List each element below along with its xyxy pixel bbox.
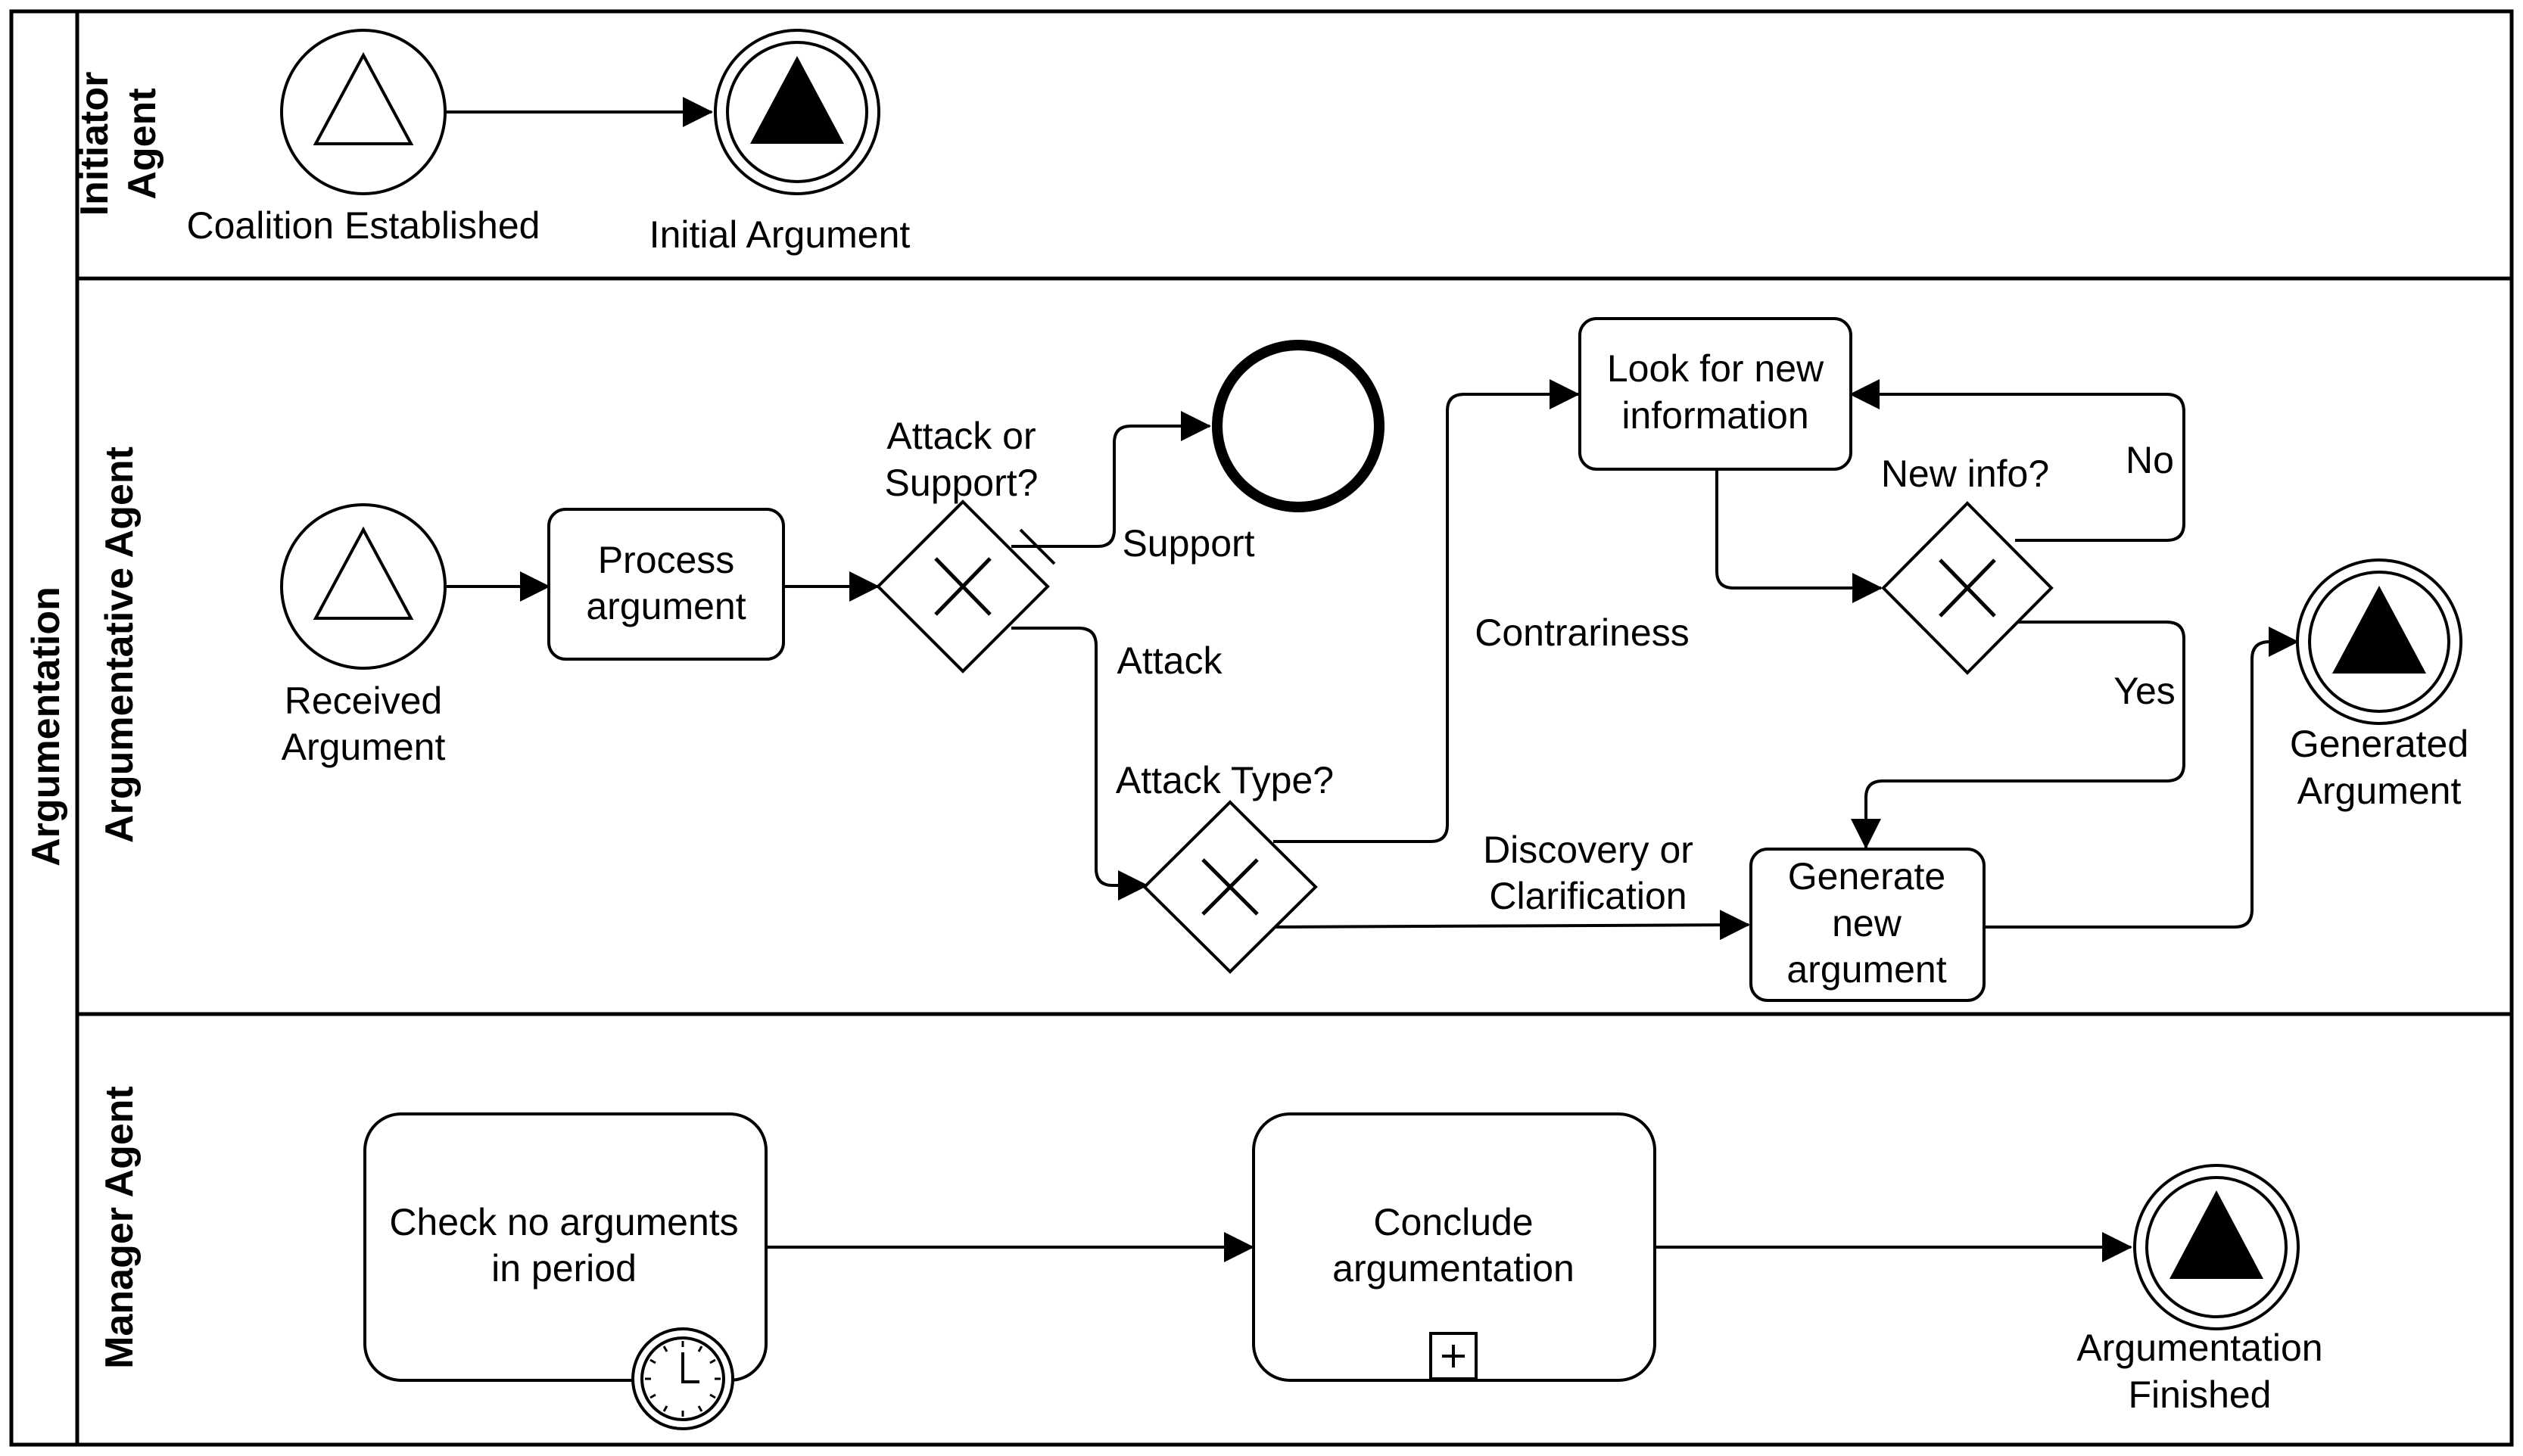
- exclusive-x-icon: [934, 557, 992, 616]
- task-look-line1: Look for new: [1607, 347, 1824, 390]
- exclusive-x-icon: [1939, 558, 1996, 618]
- end-event-inner-circle: [2308, 571, 2450, 713]
- start-event-circle: [280, 503, 447, 670]
- gateway-attack-or-support[interactable]: [876, 499, 1050, 674]
- task-look-for-new-information[interactable]: Look for new information: [1578, 317, 1852, 471]
- plus-marker-icon[interactable]: [1429, 1332, 1478, 1380]
- task-process-argument-line2: argument: [586, 585, 746, 627]
- flow-support: [1011, 411, 1211, 548]
- end-event-circle: [1212, 340, 1385, 512]
- signal-triangle-outline-icon: [313, 51, 414, 145]
- lane-initiator-title-line2: Agent: [120, 88, 164, 199]
- signal-triangle-outline-icon: [313, 526, 414, 620]
- event-generated-argument[interactable]: [2296, 558, 2462, 725]
- signal-triangle-filled-icon: [2332, 586, 2426, 674]
- gateway-attack-type-label: Attack Type?: [1116, 759, 1334, 801]
- event-received-argument-label-line2: Argument: [282, 726, 446, 768]
- task-process-argument[interactable]: Process argument: [547, 508, 785, 661]
- signal-triangle-filled-icon: [2169, 1190, 2263, 1279]
- event-coalition-established[interactable]: [280, 29, 447, 195]
- task-generate-line3: argument: [1786, 948, 1946, 991]
- flow-label-yes: Yes: [2113, 670, 2176, 712]
- event-generated-argument-label-line2: Argument: [2297, 770, 2462, 812]
- flow-to-generated: [1983, 627, 2299, 929]
- task-conclude-line1: Conclude: [1373, 1201, 1533, 1243]
- flow-label-no: No: [2126, 439, 2174, 481]
- lane-initiator-title-line1: Initiator: [73, 72, 117, 216]
- task-process-argument-line1: Process: [598, 539, 735, 581]
- event-argumentation-finished-label-line1: Argumentation: [2076, 1327, 2322, 1369]
- task-conclude-argumentation[interactable]: Conclude argumentation: [1252, 1112, 1656, 1382]
- flow-discovery: [1272, 910, 1750, 941]
- event-initial-argument-label: Initial Argument: [649, 213, 911, 256]
- lane-initiator-title: Initiator Agent: [73, 72, 164, 216]
- clock-icon: [631, 1327, 734, 1430]
- event-coalition-established-label: Coalition Established: [187, 204, 540, 247]
- lane-manager-title: Manager Agent: [98, 1086, 142, 1369]
- flow-label-support: Support: [1122, 522, 1254, 565]
- signal-triangle-filled-icon: [750, 56, 844, 144]
- event-argumentation-finished[interactable]: [2133, 1164, 2300, 1330]
- flow-label-attack: Attack: [1117, 639, 1223, 682]
- end-event-inner-circle: [726, 41, 868, 183]
- gateway-new-info[interactable]: [1881, 501, 2054, 675]
- exclusive-x-icon: [1201, 858, 1259, 916]
- flow-look-to-gateway: [1715, 469, 1883, 603]
- end-event-inner-circle: [2145, 1176, 2288, 1318]
- task-box: [547, 508, 785, 661]
- flow-label-discovery-line2: Clarification: [1489, 875, 1687, 917]
- gateway-new-info-label: New info?: [1881, 453, 2049, 495]
- flow-label-contrariness: Contrariness: [1475, 611, 1689, 654]
- event-received-argument[interactable]: [280, 503, 447, 670]
- task-check-line2: in period: [491, 1247, 637, 1290]
- flow-attack: [1011, 627, 1148, 901]
- flow-yes: [1851, 621, 2185, 849]
- task-box: [1578, 317, 1852, 471]
- task-conclude-line2: argumentation: [1332, 1247, 1575, 1290]
- task-generate-line2: new: [1832, 902, 1902, 944]
- default-flow-slash: [1019, 528, 1056, 565]
- pool: Argumentation Initiator Agent Argumentat…: [9, 9, 2514, 1447]
- gateway-attack-or-support-label-line2: Support?: [885, 462, 1039, 504]
- pool-title: Argumentation: [24, 586, 68, 866]
- task-box: [1749, 848, 1986, 1002]
- sequence-flows: [447, 97, 2299, 1262]
- event-received-argument-label-line1: Received: [285, 680, 442, 722]
- flow-label-discovery-line1: Discovery or: [1483, 829, 1693, 871]
- end-event-plain[interactable]: [1212, 340, 1385, 512]
- task-look-line2: information: [1621, 394, 1808, 437]
- task-check-line1: Check no arguments: [389, 1201, 738, 1243]
- lane-argumentative-title: Argumentative Agent: [98, 446, 142, 843]
- event-argumentation-finished-label-line2: Finished: [2129, 1374, 2272, 1416]
- task-generate-new-argument[interactable]: Generate new argument: [1749, 848, 1986, 1002]
- flow-no: [1849, 379, 2185, 542]
- event-initial-argument[interactable]: [714, 29, 880, 195]
- start-event-circle: [280, 29, 447, 195]
- flow-contrariness: [1273, 379, 1580, 843]
- gateway-attack-type[interactable]: [1142, 800, 1318, 974]
- task-check-no-arguments[interactable]: Check no arguments in period: [363, 1112, 768, 1430]
- gateway-attack-or-support-label-line1: Attack or: [886, 415, 1036, 457]
- task-box: [363, 1112, 768, 1382]
- event-generated-argument-label-line1: Generated: [2290, 723, 2468, 765]
- pool-border: [9, 9, 2514, 1447]
- task-generate-line1: Generate: [1788, 855, 1945, 898]
